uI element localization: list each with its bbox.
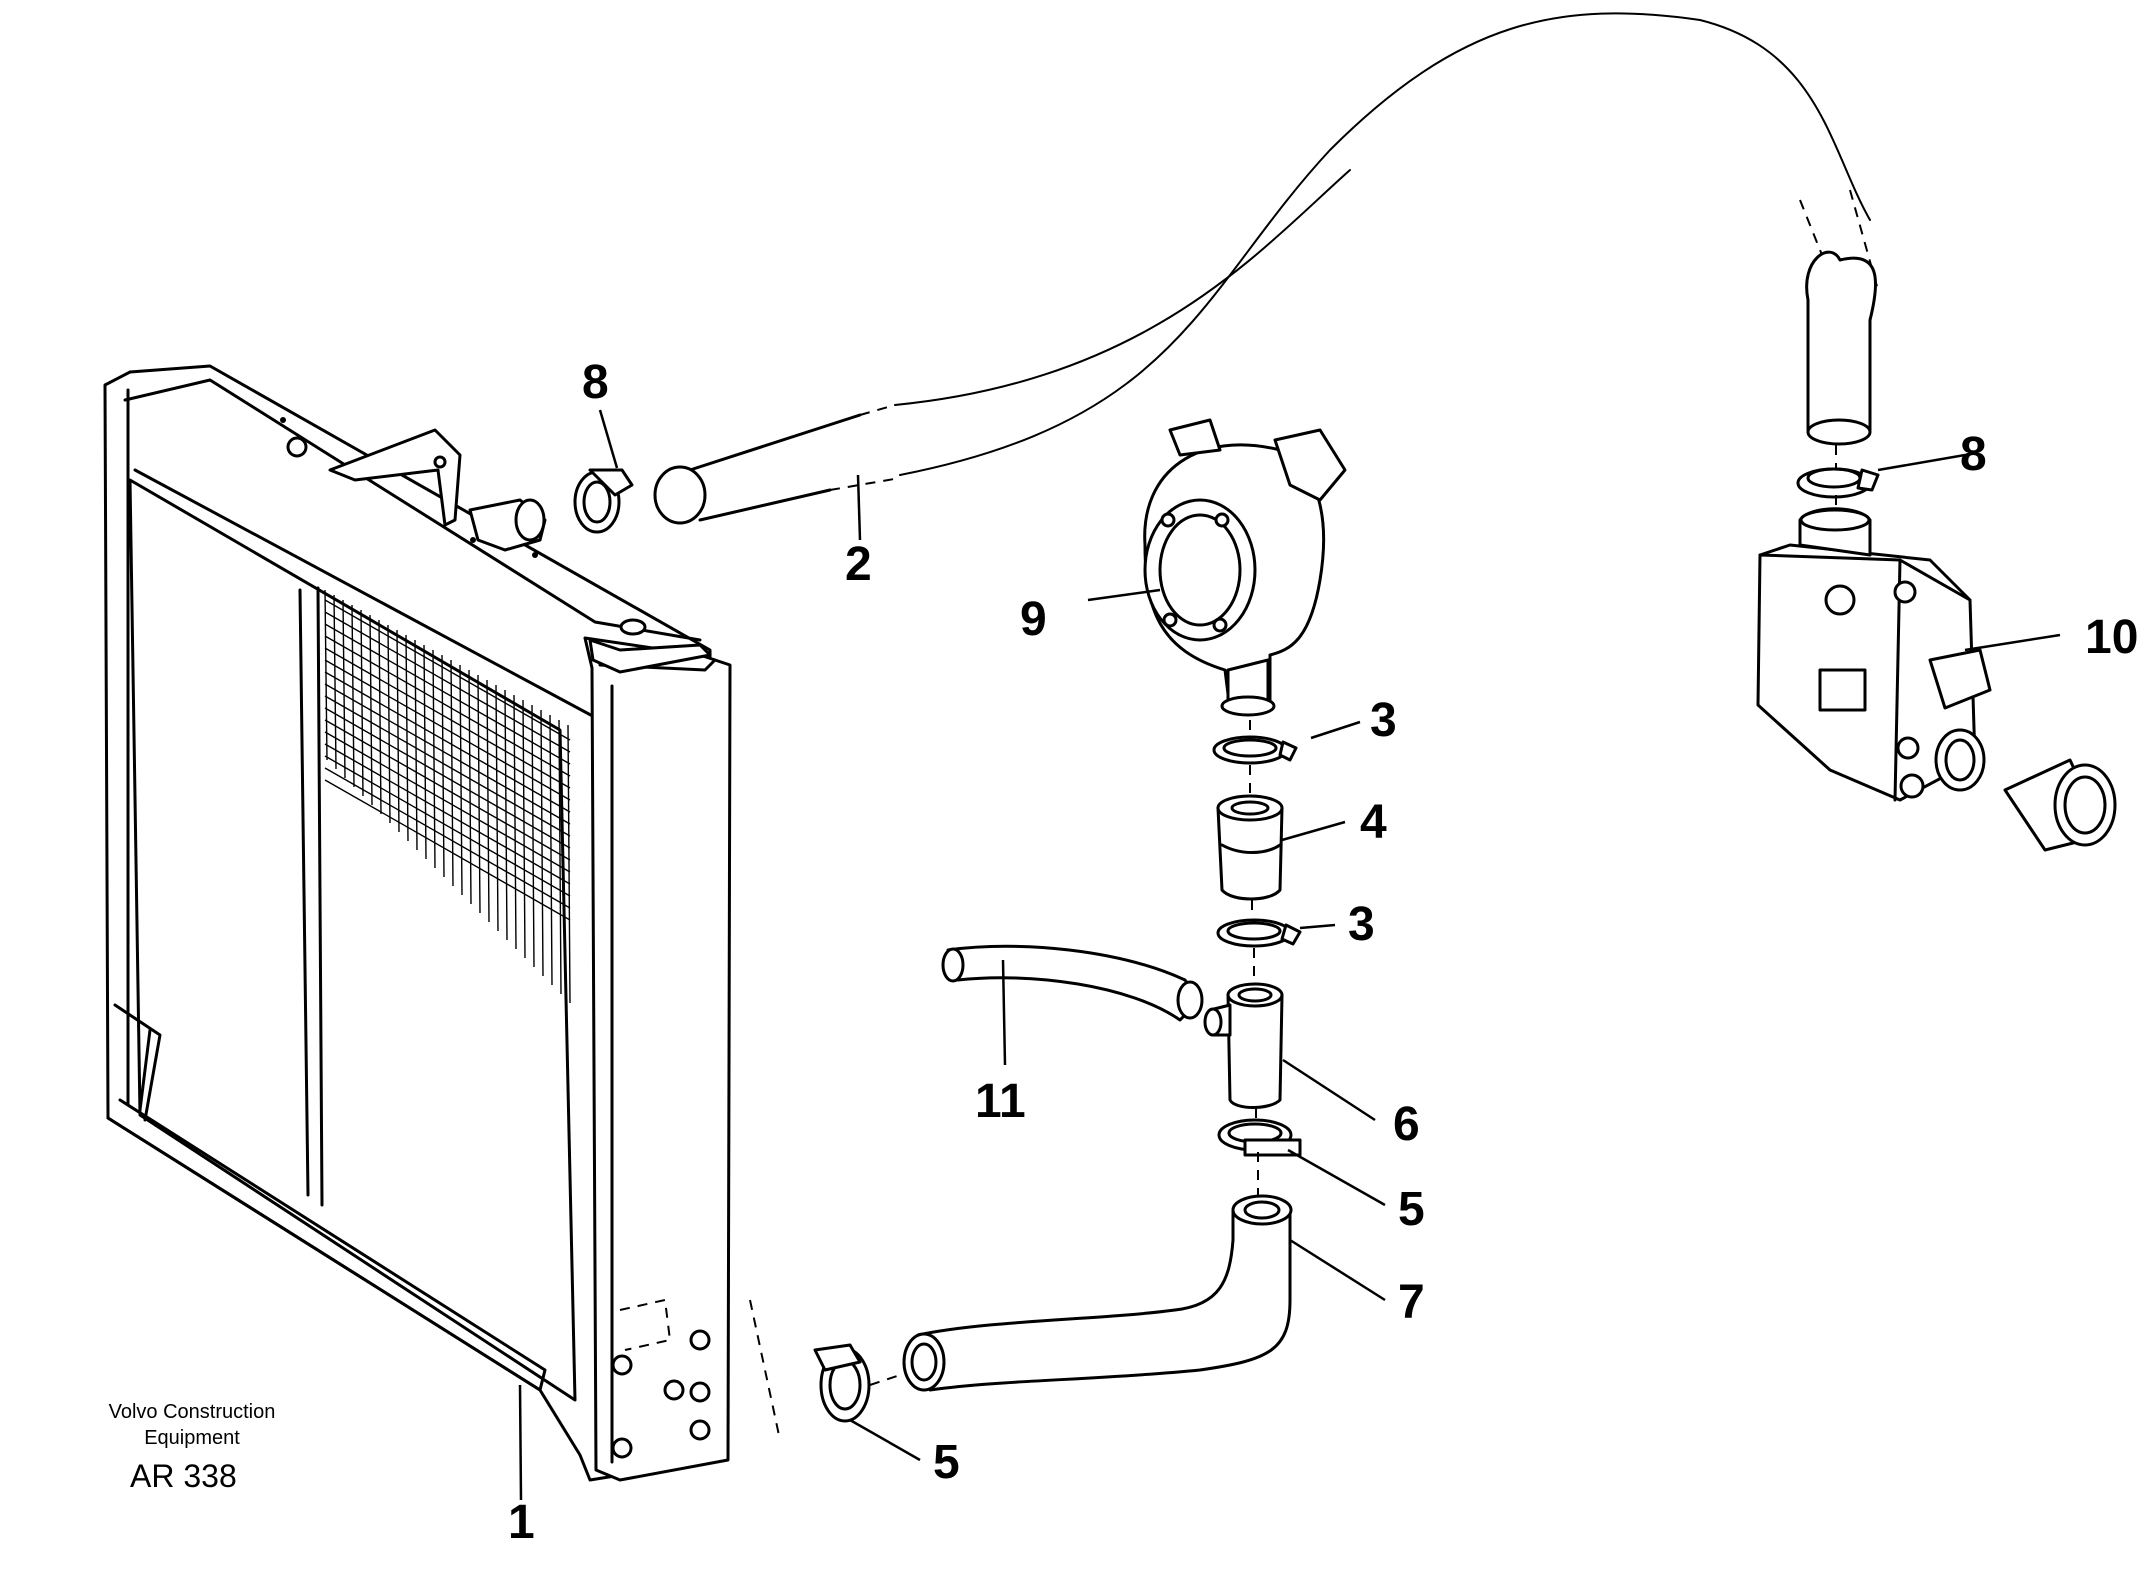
tee-connector <box>1203 982 1284 1109</box>
credit-line-2: Equipment <box>144 1427 240 1449</box>
connector-sleeve <box>1216 794 1284 901</box>
radiator-fin <box>342 599 346 779</box>
hose-clamp-left <box>573 468 634 534</box>
lower-hose <box>902 1194 1293 1392</box>
radiator-fin <box>387 624 391 824</box>
radiator-fin <box>333 594 337 770</box>
bleed-hose <box>941 944 1204 1022</box>
callout-hose-clip-mid: 5 <box>1398 1183 1425 1236</box>
radiator-fin <box>468 669 472 905</box>
outlet-sleeve <box>2003 758 2117 852</box>
radiator-fin <box>513 694 517 950</box>
radiator-fin <box>531 704 535 968</box>
expansion-tank <box>1143 418 1347 717</box>
credit-line-1: Volvo Construction <box>109 1401 276 1423</box>
upper-hose <box>653 12 1879 525</box>
radiator-fin <box>351 604 355 788</box>
callout-radiator: 1 <box>508 1496 535 1549</box>
callout-clamp-upper: 3 <box>1370 694 1397 747</box>
radiator-fin <box>567 724 571 1004</box>
radiator-fin <box>324 779 571 921</box>
radiator-fin <box>324 731 571 873</box>
radiator-fin <box>549 714 553 986</box>
callout-clamp-right: 8 <box>1960 428 1987 481</box>
callout-clamp-lower: 3 <box>1348 898 1375 951</box>
radiator-fin <box>558 719 562 995</box>
hose-clamp-upper <box>1212 735 1298 765</box>
callout-clamp-left: 8 <box>582 356 609 409</box>
callout-bleed-hose: 11 <box>975 1075 1026 1128</box>
radiator-fin <box>504 689 508 941</box>
radiator-fin <box>324 589 328 761</box>
radiator-fin <box>324 719 571 861</box>
radiator-fin <box>540 709 544 977</box>
hose-clip-bottom <box>813 1343 871 1423</box>
radiator-fin <box>477 674 481 914</box>
radiator-fin <box>324 671 571 813</box>
radiator-fin <box>324 623 571 765</box>
hose-clamp-right <box>1796 467 1880 499</box>
radiator-fin <box>324 695 571 837</box>
radiator-fin <box>324 647 571 789</box>
radiator <box>103 364 781 1482</box>
figure-code: AR 338 <box>130 1458 237 1494</box>
radiator-fin <box>522 699 526 959</box>
radiator-fin <box>324 659 571 801</box>
radiator-fin <box>324 635 571 777</box>
radiator-fin <box>324 611 571 753</box>
callout-hose-clip-bottom: 5 <box>933 1436 960 1489</box>
radiator-fin <box>450 659 454 887</box>
radiator-fin <box>378 619 382 815</box>
callout-thermostat-housing: 10 <box>2085 611 2138 664</box>
callout-connector-sleeve: 4 <box>1360 796 1387 849</box>
callout-lower-hose: 7 <box>1398 1276 1425 1329</box>
radiator-fin <box>324 743 571 885</box>
radiator-fin <box>324 707 571 849</box>
hose-clip-mid <box>1217 1118 1302 1157</box>
radiator-fin <box>324 683 571 825</box>
radiator-fin <box>405 634 409 842</box>
radiator-fin <box>324 755 571 897</box>
radiator-fin <box>459 664 463 896</box>
radiator-fin <box>324 767 571 909</box>
callout-expansion-tank: 9 <box>1020 593 1047 646</box>
hose-clamp-lower <box>1216 918 1302 948</box>
radiator-fin <box>495 684 499 932</box>
radiator-fin <box>324 599 571 741</box>
callout-tee-connector: 6 <box>1393 1098 1420 1151</box>
thermostat-housing <box>1756 507 1992 802</box>
radiator-fin <box>441 654 445 878</box>
callout-upper-hose: 2 <box>845 538 872 591</box>
